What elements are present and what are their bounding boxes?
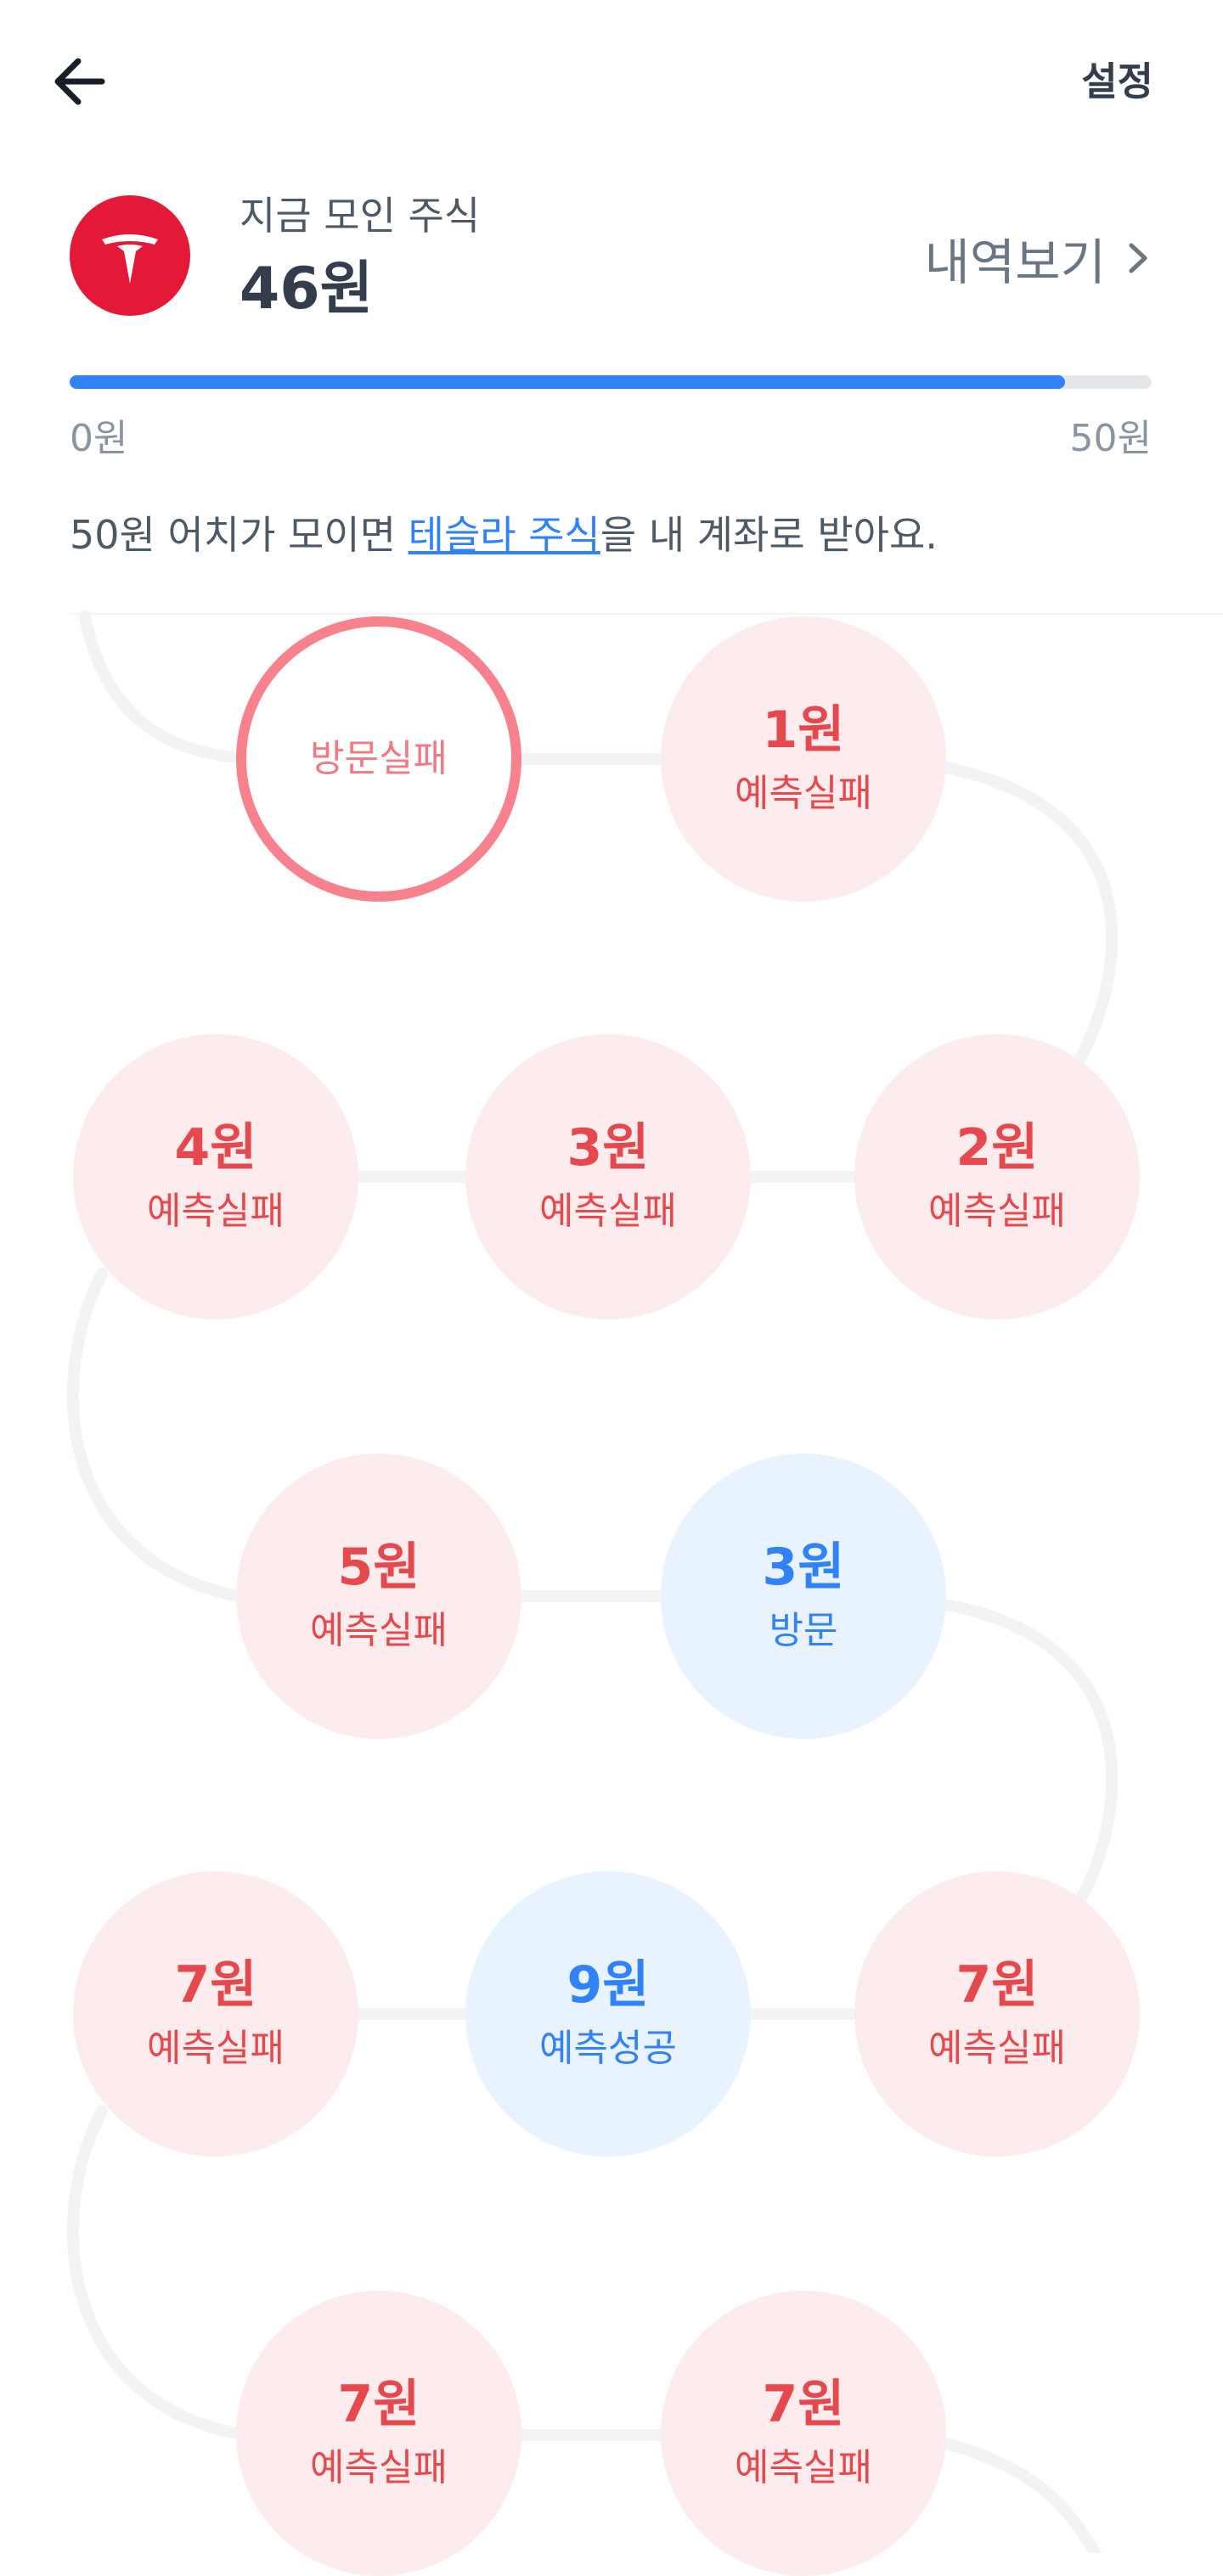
divider	[70, 613, 1223, 615]
stage-amount: 1원	[762, 700, 845, 761]
stage-status: 예측실패	[147, 2027, 285, 2071]
settings-button[interactable]: 설정	[1081, 59, 1153, 104]
stage-node[interactable]: 방문실패	[236, 616, 521, 902]
description-text-start: 50원 어치가 모이면	[70, 512, 409, 558]
stage-amount: 7원	[955, 1955, 1039, 2016]
stage-status: 예측실패	[735, 2446, 872, 2490]
stage-amount: 3원	[762, 1538, 845, 1598]
collected-caption: 지금 모인 주식	[240, 193, 481, 239]
stage-status: 방문실패	[310, 737, 448, 781]
stage-status: 예측실패	[310, 2446, 448, 2490]
stage-status: 예측실패	[928, 2027, 1066, 2071]
stage-amount: 4원	[174, 1118, 257, 1178]
collected-amount: 46원	[240, 256, 374, 323]
stage-status: 예측실패	[539, 1190, 677, 1234]
stage-amount: 7원	[174, 1955, 257, 2016]
stage-amount: 7원	[762, 2375, 845, 2435]
stage-amount: 7원	[337, 2375, 420, 2435]
stage-status: 예측성공	[539, 2027, 677, 2071]
stage-amount: 3원	[566, 1118, 650, 1178]
stage-amount: 9원	[566, 1955, 650, 2016]
history-link[interactable]: 내역보기	[925, 222, 1153, 294]
stage-amount: 2원	[955, 1118, 1039, 1178]
arrow-left-icon	[54, 58, 105, 105]
stage-status: 예측실패	[310, 1609, 448, 1653]
description-text-end: 을 내 계좌로 받아요.	[600, 512, 938, 558]
progress-max-label: 50원	[1069, 417, 1152, 460]
progress-min-label: 0원	[70, 417, 128, 460]
progress-bar	[70, 375, 1152, 389]
tesla-stock-link[interactable]: 테슬라 주식	[408, 512, 600, 558]
stage-status: 예측실패	[147, 1190, 285, 1234]
history-label: 내역보기	[924, 233, 1106, 291]
progress-fill	[70, 375, 1066, 389]
stage-status: 방문	[769, 1609, 838, 1653]
description: 50원 어치가 모이면 테슬라 주식을 내 계좌로 받아요.	[70, 504, 938, 560]
stage-status: 예측실패	[928, 1190, 1066, 1234]
chevron-right-icon	[1129, 243, 1147, 273]
back-button[interactable]	[48, 48, 116, 115]
tesla-logo-icon	[70, 195, 190, 316]
stage-status: 예측실패	[735, 772, 872, 816]
stage-amount: 5원	[337, 1538, 420, 1598]
